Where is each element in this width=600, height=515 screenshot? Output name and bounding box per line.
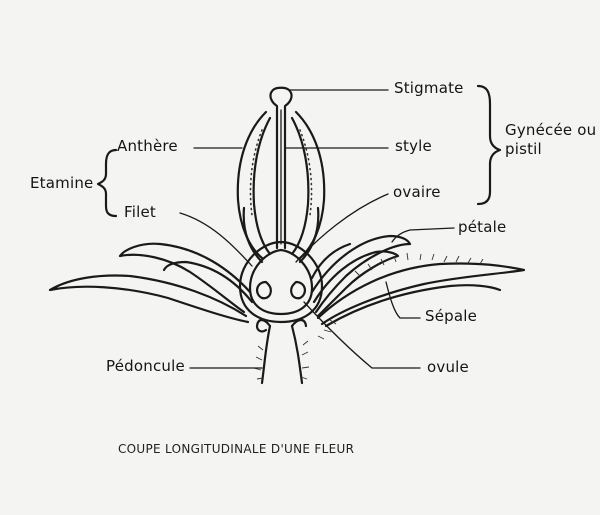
label-petale: pétale [458,218,507,236]
label-ovaire: ovaire [393,183,441,201]
label-stigmate: Stigmate [394,79,464,97]
label-etamine: Etamine [30,174,94,192]
label-gynecee: Gynécée ou [505,121,597,139]
leader-petale [391,227,455,243]
leader-filet [179,212,253,267]
label-pedoncule: Pédoncule [106,357,185,375]
sepals-right [316,252,526,340]
diagram-caption: COUPE LONGITUDINALE D'UNE FLEUR [118,442,355,456]
peduncle-shape [253,318,310,385]
petals-left [118,242,254,314]
ovule-right [290,280,306,300]
ovary-shape [238,240,324,324]
leader-sepale [385,281,421,319]
petals-right [310,234,412,318]
label-sepale: Sépale [425,307,478,325]
etamine-brace [96,148,118,218]
label-anthere: Anthère [117,137,178,155]
leader-ovaire [295,193,389,263]
label-pistil: pistil [505,140,542,158]
label-ovule: ovule [427,358,469,376]
braces [96,84,502,218]
gynecee-brace [476,84,502,206]
leader-ovule [303,301,421,369]
stamen-right [290,110,326,264]
label-filet: Filet [124,203,156,221]
stamen-left [236,110,272,264]
ovule-left [256,280,272,300]
leader-lines [179,89,455,369]
label-style: style [395,137,432,155]
sepals-left [48,274,250,324]
pistil-shape [269,86,293,250]
